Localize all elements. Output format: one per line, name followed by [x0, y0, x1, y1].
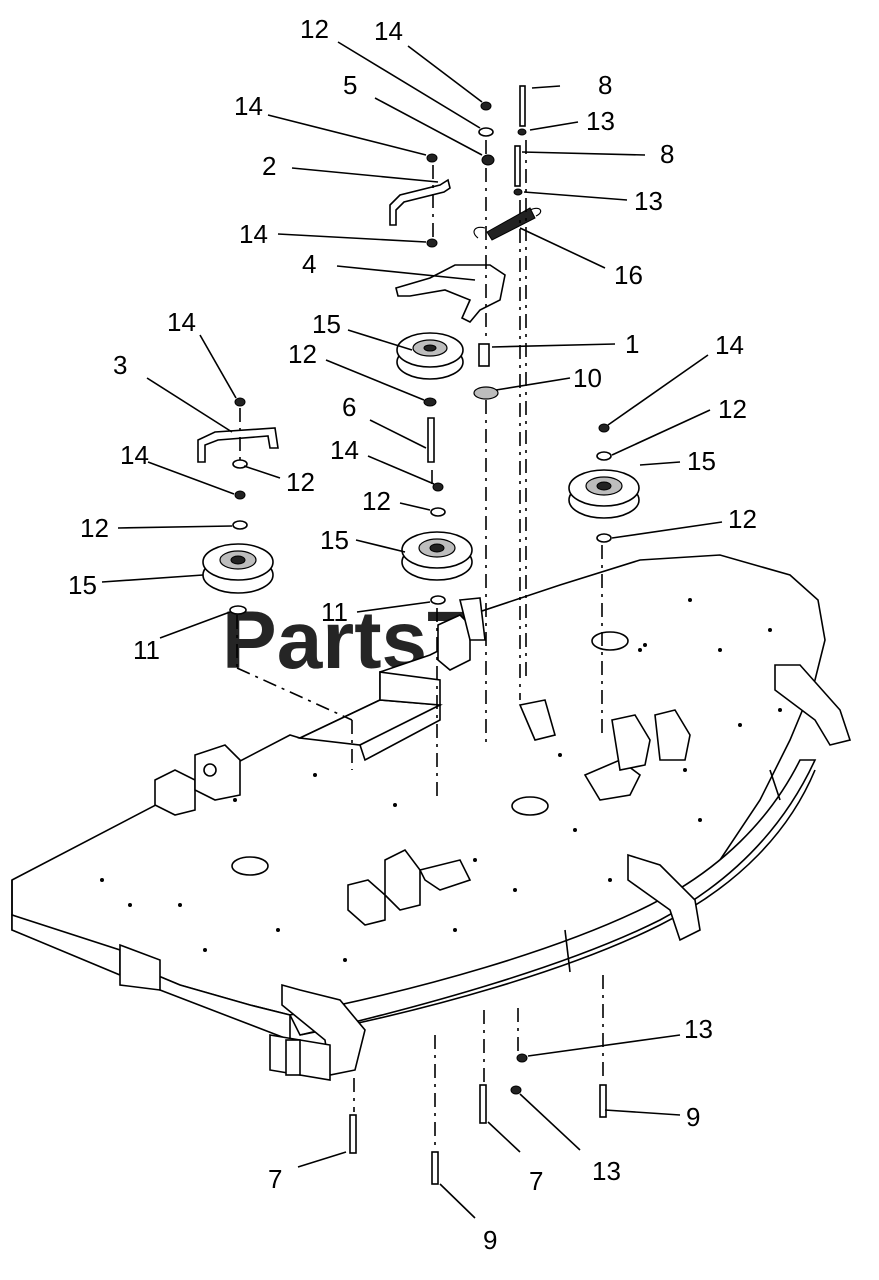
callout-6[interactable]: 6 — [342, 392, 356, 422]
callout-15-d[interactable]: 15 — [68, 570, 97, 600]
callout-7-a[interactable]: 7 — [268, 1164, 282, 1194]
callout-11-a[interactable]: 11 — [321, 597, 348, 627]
bolt-part-7-left — [349, 1114, 357, 1154]
callout-15-c[interactable]: 15 — [320, 525, 349, 555]
bolt-part-9-center — [431, 1151, 439, 1185]
pulley-right[interactable] — [568, 469, 640, 519]
callout-14-b[interactable]: 14 — [234, 91, 263, 121]
callout-15-a[interactable]: 15 — [312, 309, 341, 339]
callout-12-c[interactable]: 12 — [718, 394, 747, 424]
callout-13-a[interactable]: 13 — [586, 106, 615, 136]
callout-14-e[interactable]: 14 — [167, 307, 196, 337]
bolt-part-8-b — [514, 145, 521, 187]
callout-3[interactable]: 3 — [113, 350, 127, 380]
bushing-part-1[interactable] — [478, 343, 490, 367]
callout-11-b[interactable]: 11 — [133, 635, 160, 665]
idler-arm-part-4[interactable] — [395, 264, 506, 323]
deck-mount-ear-left — [154, 744, 241, 816]
callout-7-b[interactable]: 7 — [529, 1166, 543, 1196]
callout-9-b[interactable]: 9 — [483, 1225, 497, 1255]
bolt-part-6[interactable] — [427, 417, 435, 463]
callout-14-d[interactable]: 14 — [715, 330, 744, 360]
mower-deck[interactable] — [11, 554, 852, 1081]
callout-9-a[interactable]: 9 — [686, 1102, 700, 1132]
callout-8-b[interactable]: 8 — [660, 139, 674, 169]
callout-12-e[interactable]: 12 — [362, 486, 391, 516]
deck-mount-ear-center — [347, 848, 472, 926]
callout-13-c[interactable]: 13 — [684, 1014, 713, 1044]
deck-mount-ear-right — [583, 709, 691, 801]
spring-part-16[interactable] — [473, 207, 542, 241]
bolt-part-8-a — [519, 85, 526, 127]
callout-14-g[interactable]: 14 — [120, 440, 149, 470]
callout-12-b[interactable]: 12 — [288, 339, 317, 369]
callout-12-f[interactable]: 12 — [80, 513, 109, 543]
callout-12-d[interactable]: 12 — [286, 467, 315, 497]
idler-bracket-block — [437, 597, 556, 741]
callout-14-top[interactable]: 14 — [374, 16, 403, 46]
callout-10[interactable]: 10 — [573, 363, 602, 393]
callout-4[interactable]: 4 — [302, 249, 316, 279]
callout-16[interactable]: 16 — [614, 260, 643, 290]
callout-13-b[interactable]: 13 — [634, 186, 663, 216]
rod-part-2[interactable] — [389, 178, 451, 226]
callout-12-top[interactable]: 12 — [300, 14, 329, 44]
bracket-part-3[interactable] — [197, 427, 279, 463]
callout-12-g[interactable]: 12 — [728, 504, 757, 534]
pulley-upper[interactable] — [396, 332, 464, 380]
washer-part-10[interactable] — [473, 386, 499, 400]
callout-13-d[interactable]: 13 — [592, 1156, 621, 1186]
callout-5[interactable]: 5 — [343, 70, 357, 100]
leader-lines — [101, 41, 723, 1219]
pulley-left[interactable] — [202, 543, 274, 594]
callout-labels: 12 14 5 8 13 14 8 2 13 14 4 16 15 1 14 1… — [68, 14, 757, 1255]
callout-8-a[interactable]: 8 — [598, 70, 612, 100]
bolt-part-7-center — [479, 1084, 487, 1124]
assembly-lines — [236, 140, 604, 1150]
pulley-center[interactable] — [401, 531, 473, 581]
callout-14-c[interactable]: 14 — [239, 219, 268, 249]
callout-2[interactable]: 2 — [262, 151, 276, 181]
callout-14-f[interactable]: 14 — [330, 435, 359, 465]
deck-rivets — [100, 598, 782, 962]
bolt-part-9-right — [599, 1084, 607, 1118]
callout-15-b[interactable]: 15 — [687, 446, 716, 476]
callout-1[interactable]: 1 — [625, 329, 639, 359]
